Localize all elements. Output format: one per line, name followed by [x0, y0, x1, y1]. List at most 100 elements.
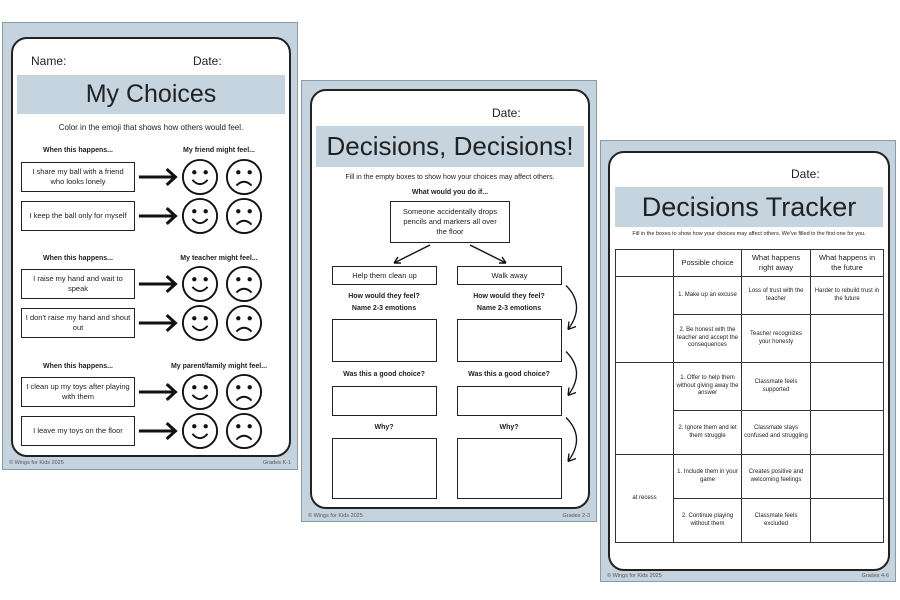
name-label: Name: — [31, 54, 67, 68]
choice-cell: 2. Be honest with the teacher and accept… — [673, 314, 742, 363]
when-header: When this happens... — [42, 147, 114, 154]
grade-label: Grades 4-6 — [861, 573, 889, 579]
situation-box: I share my ball with a friend who looks … — [21, 162, 135, 192]
copyright: © Wings for Kids 2025 — [607, 573, 662, 579]
future-cell[interactable] — [810, 362, 884, 411]
title-band: Decisions, Decisions! — [316, 126, 584, 167]
worksheet-decisions-tracker: Date: Decisions Tracker Fill in the boxe… — [600, 140, 896, 582]
choice-cell: 1. Make up an excuse — [673, 276, 742, 315]
when-header: When this happens... — [42, 363, 114, 370]
now-cell: Classmate feels supported — [741, 362, 811, 411]
copyright: © Wings for Kids 2025 — [308, 513, 363, 519]
happy-face-icon[interactable] — [181, 373, 219, 411]
why-answer-box[interactable] — [332, 438, 437, 499]
curved-arrow-icon — [564, 347, 584, 402]
feel-answer-box[interactable] — [332, 319, 437, 362]
date-label: Date: — [791, 167, 820, 181]
right-arrow-icon — [138, 166, 178, 188]
column-header: Possible choice — [673, 249, 742, 277]
sad-face-icon[interactable] — [225, 197, 263, 235]
why-question: Why? — [374, 424, 394, 431]
right-arrow-icon — [138, 420, 178, 442]
future-cell[interactable] — [810, 454, 884, 499]
good-choice-answer-box[interactable] — [332, 386, 437, 416]
situation-box: I raise my hand and wait to speak — [21, 269, 135, 299]
future-cell[interactable] — [810, 498, 884, 543]
now-cell: Classmate stays confused and struggling — [741, 410, 811, 455]
title-band: Decisions Tracker — [615, 187, 883, 227]
now-cell: Creates positive and welcoming feelings — [741, 454, 811, 499]
feel-subtext: Name 2-3 emotions — [476, 305, 542, 312]
happy-face-icon[interactable] — [181, 197, 219, 235]
right-arrow-icon — [138, 312, 178, 334]
now-cell: Classmate feels excluded — [741, 498, 811, 543]
feel-question: How would they feel? — [348, 293, 420, 300]
happy-face-icon[interactable] — [181, 158, 219, 196]
situation-box: I keep the ball only for myself — [21, 201, 135, 231]
grade-label: Grades 2-3 — [562, 513, 590, 519]
scenario-cell: at recess — [615, 454, 674, 543]
now-cell: Loss of trust with the teacher — [741, 276, 811, 315]
right-arrow-icon — [138, 205, 178, 227]
worksheet-decisions-decisions: Date: Decisions, Decisions! Fill in the … — [301, 80, 597, 522]
why-question: Why? — [499, 424, 519, 431]
choice-cell: 1. Include them in your game — [673, 454, 742, 499]
when-header: When this happens... — [42, 255, 114, 262]
choice-cell: 1. Offer to help them without giving awa… — [673, 362, 742, 411]
good-choice-question: Was this a good choice? — [343, 371, 425, 378]
happy-face-icon[interactable] — [181, 412, 219, 450]
sad-face-icon[interactable] — [225, 158, 263, 196]
column-header: What happens right away — [741, 249, 811, 277]
situation-box: I don't raise my hand and shout out — [21, 308, 135, 338]
option-box-help: Help them clean up — [332, 266, 437, 285]
page-title: Decisions Tracker — [641, 191, 857, 222]
sad-face-icon[interactable] — [225, 373, 263, 411]
happy-face-icon[interactable] — [181, 265, 219, 303]
scenario-box: Someone accidentally drops pencils and m… — [390, 201, 510, 243]
right-arrow-icon — [138, 381, 178, 403]
copyright: © Wings for Kids 2025 — [9, 460, 64, 466]
future-cell[interactable] — [810, 410, 884, 455]
scenario-cell — [615, 276, 674, 363]
feel-subtext: Name 2-3 emotions — [351, 305, 417, 312]
instructions: Color in the emoji that shows how others… — [58, 123, 244, 132]
feel-answer-box[interactable] — [457, 319, 562, 362]
future-cell[interactable] — [810, 314, 884, 363]
prompt-label: What would you do if... — [411, 189, 489, 196]
scenario-cell — [615, 362, 674, 455]
option-box-walk-away: Walk away — [457, 266, 562, 285]
right-arrow-icon — [138, 273, 178, 295]
worksheet-my-choices: Name: Date: My Choices Color in the emoj… — [2, 22, 298, 470]
feel-question: How would they feel? — [473, 293, 545, 300]
column-header: What happens in the future — [810, 249, 884, 277]
date-label: Date: — [193, 54, 222, 68]
date-label: Date: — [492, 106, 521, 120]
page-title: Decisions, Decisions! — [326, 131, 574, 161]
good-choice-question: Was this a good choice? — [468, 371, 550, 378]
happy-face-icon[interactable] — [181, 304, 219, 342]
choice-cell: 2. Ignore them and let them struggle — [673, 410, 742, 455]
grade-label: Grades K-1 — [262, 460, 291, 466]
situation-box: I leave my toys on the floor — [21, 416, 135, 446]
sad-face-icon[interactable] — [225, 265, 263, 303]
feel-header: My teacher might feel... — [180, 255, 258, 262]
table-row: 1. Offer to help them without giving awa… — [615, 362, 884, 455]
why-answer-box[interactable] — [457, 438, 562, 499]
curved-arrow-icon — [564, 413, 584, 468]
sad-face-icon[interactable] — [225, 412, 263, 450]
page-title: My Choices — [85, 80, 217, 108]
sad-face-icon[interactable] — [225, 304, 263, 342]
future-cell[interactable]: Harder to rebuild trust in the future — [810, 276, 884, 315]
title-band: My Choices — [17, 75, 285, 114]
feel-header: My parent/family might feel... — [170, 363, 268, 370]
choice-cell: 2. Continue playing without them — [673, 498, 742, 543]
now-cell: Teacher recognizes your honesty — [741, 314, 811, 363]
branch-arrows-icon — [393, 244, 507, 264]
instructions: Fill in the boxes to show how your choic… — [632, 231, 866, 237]
good-choice-answer-box[interactable] — [457, 386, 562, 416]
situation-box: I clean up my toys after playing with th… — [21, 377, 135, 407]
